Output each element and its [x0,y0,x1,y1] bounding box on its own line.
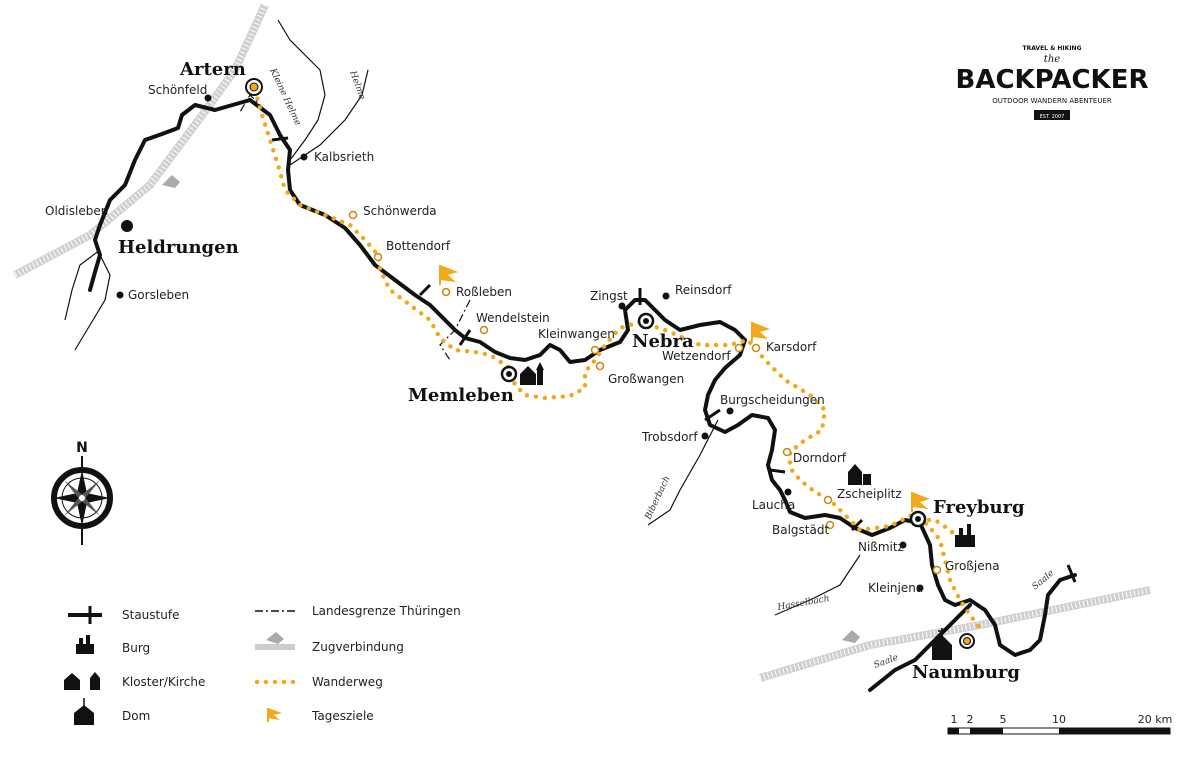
monastery-icon-memleben [520,362,544,385]
brand-top: TRAVEL & HIKING [1022,45,1081,52]
label-oldisleben: Oldisleben [45,204,108,218]
legend-tagesziele-symbol [267,708,282,722]
label-nebra: Nebra [632,331,694,352]
label-biberbach: Biberbach [643,475,672,523]
brand-est: EST. 2007 [1040,114,1065,120]
label-heldrungen: Heldrungen [118,237,239,258]
scale-20: 20 km [1138,713,1173,726]
label-trobsdorf: Trobsdorf [641,430,698,444]
legend-wanderweg: Wanderweg [312,675,383,689]
legend-burg-symbol [76,635,94,654]
legend-landesgrenze: Landesgrenze Thüringen [312,604,461,618]
church-icon-zscheiplitz [848,464,871,485]
label-bottendorf: Bottendorf [386,239,451,253]
small-rivers [64,19,861,616]
legend-zug-symbol [255,632,295,650]
freyburg-marker [909,510,927,528]
label-kalbsrieth: Kalbsrieth [314,150,374,164]
main-river [88,98,1077,692]
naumburg-marker [959,633,975,649]
label-reinsdorf: Reinsdorf [675,283,732,297]
label-wetzendorf: Wetzendorf [662,349,731,363]
compass: N [51,440,113,545]
dams [271,136,1077,583]
memleben-marker [500,365,518,383]
major-town-markers [245,78,975,649]
flag-karsdorf [751,322,770,342]
brand-name: BACKPACKER [956,65,1149,95]
label-hasselbach: Hasselbach [776,594,831,613]
castle-icon-freyburg [955,524,975,547]
label-schoenwerda: Schönwerda [363,204,437,218]
legend-staustufe: Staustufe [122,608,179,622]
label-artern: Artern [179,59,246,80]
legend-staustufe-symbol [68,606,102,624]
scale-1: 1 [951,713,958,726]
legend-kloster-symbol [64,672,100,690]
legend-kloster: Kloster/Kirche [122,675,205,689]
town-markers [116,94,924,592]
scale-10: 10 [1052,713,1066,726]
label-kleinwangen: Kleinwangen [538,327,615,341]
label-dorndorf: Dorndorf [793,451,847,465]
label-grossjena: Großjena [945,559,1000,573]
brand-logo: TRAVEL & HIKING the BACKPACKER OUTDOOR W… [956,45,1149,120]
label-freyburg: Freyburg [933,497,1025,518]
legend-tagesziele: Tagesziele [311,709,374,723]
brand-the: the [1044,54,1060,65]
train-icon [162,175,860,643]
scale-5: 5 [1000,713,1007,726]
label-burgscheidungen: Burgscheidungen [720,393,825,407]
label-nissmitz: Nißmitz [858,540,904,554]
label-grosswangen: Großwangen [608,372,684,386]
legend: Staustufe Burg Kloster/Kirche Dom Landes… [64,604,461,725]
legend-zug: Zugverbindung [312,640,404,654]
label-balgstaedt: Balgstädt [772,523,829,537]
label-karsdorf: Karsdorf [766,340,817,354]
route-town-markers [348,210,942,575]
railway-lines [13,3,1151,682]
nebra-marker [637,312,655,330]
day-target-flags [439,265,930,512]
label-gorsleben: Gorsleben [128,288,189,302]
legend-burg: Burg [122,641,150,655]
label-zingst: Zingst [590,289,628,303]
state-border [239,94,471,361]
legend-dom: Dom [122,709,150,723]
label-kleinjena: Kleinjena [868,581,923,595]
label-rossleben: Roßleben [456,285,512,299]
label-naumburg: Naumburg [912,662,1020,683]
label-schoenfeld: Schönfeld [148,83,207,97]
compass-north-label: N [76,440,88,456]
brand-tagline: OUTDOOR WANDERN ABENTEUER [992,97,1112,105]
scale-2: 2 [967,713,974,726]
scale-bar: 1 2 5 10 20 km [947,713,1173,735]
flag-rossleben [439,265,458,285]
label-laucha: Laucha [752,498,795,512]
label-wendelstein: Wendelstein [476,311,550,325]
label-zscheiplitz: Zscheiplitz [837,487,902,501]
label-memleben: Memleben [408,385,514,406]
cathedral-icon-naumburg [932,628,952,660]
legend-dom-symbol [74,698,94,725]
artern-marker [245,78,263,96]
flag-freyburg [911,492,930,512]
